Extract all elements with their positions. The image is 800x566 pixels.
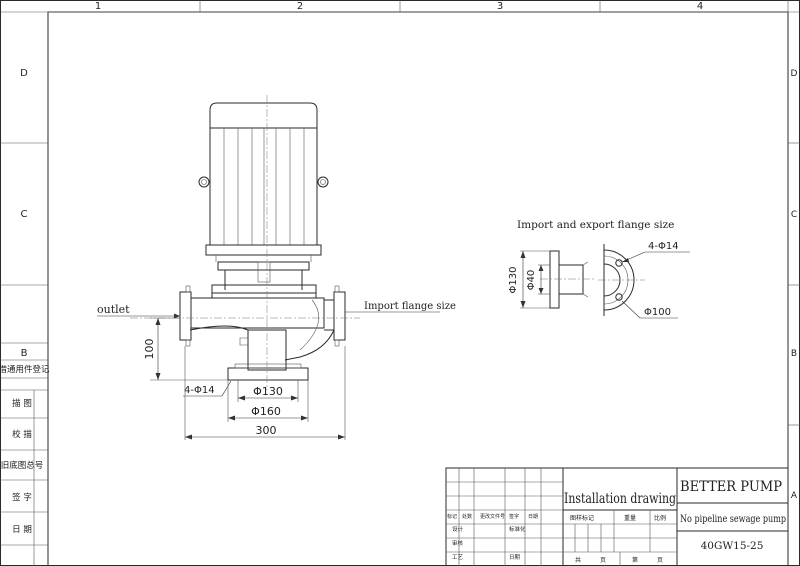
row-label-b-left: B [21, 348, 28, 359]
tb-label-sheet-unit2: 页 [657, 557, 663, 564]
pump-front-view [130, 95, 360, 390]
side-row-date: 日 期 [12, 525, 32, 535]
import-flange-label: Import flange size [364, 301, 456, 312]
side-record-panel [0, 359, 48, 566]
tb-label-change-doc: 更改文件号 [480, 513, 505, 520]
flange-front-view [598, 244, 645, 316]
column-label-2: 2 [297, 1, 303, 12]
dimension-height [150, 317, 228, 381]
flange-holes-arrow [622, 258, 629, 262]
side-row-signature: 签 字 [12, 492, 32, 503]
column-label-3: 3 [497, 1, 503, 12]
row-label-c-left: C [21, 209, 28, 220]
column-label-4: 4 [697, 1, 703, 12]
side-row-old-number: 旧底图总号 [1, 460, 44, 471]
tb-label-stage: 图样标记 [570, 514, 594, 522]
dimension-width [184, 346, 346, 440]
tb-label-design: 设计 [452, 525, 464, 533]
column-label-1: 1 [95, 1, 101, 12]
tb-label-sheet: 第 [632, 556, 638, 564]
tb-label-mark: 标记 [447, 513, 457, 520]
side-row-check: 校 描 [12, 429, 32, 440]
outlet-label: outlet [97, 303, 130, 316]
tb-label-date-row1: 日期 [528, 514, 538, 520]
model-number: 40GW15-25 [701, 540, 764, 552]
side-row-tracing: 描 图 [12, 398, 32, 409]
tb-label-count: 处数 [462, 513, 472, 520]
tb-label-process: 工艺 [452, 554, 464, 561]
dim-d160-value: Φ160 [251, 405, 281, 418]
dimension-d160 [227, 380, 309, 422]
tb-label-scale: 比例 [654, 514, 666, 522]
row-label-c-right: C [791, 210, 797, 220]
row-label-a-right: A [791, 491, 798, 501]
dim-d130-value: Φ130 [253, 385, 283, 398]
tb-label-sign: 签字 [509, 513, 519, 520]
product-name: No pipeline sewage pump [680, 513, 786, 525]
flange-holes-label: 4-Φ14 [648, 241, 679, 252]
row-label-d-right: D [791, 69, 798, 79]
row-label-b-right: B [791, 349, 797, 359]
flange-side-view [520, 250, 595, 309]
flange-d100-label: Φ100 [644, 307, 671, 318]
side-row-registry: 借通用件登记 [0, 364, 50, 375]
flange-d40-value: Φ40 [526, 270, 537, 291]
tb-label-total: 共 [575, 556, 581, 564]
dim-holes-label: 4-Φ14 [184, 385, 215, 396]
title-block [445, 467, 789, 566]
flange-d130-value: Φ130 [508, 267, 519, 294]
row-label-d-left: D [20, 68, 28, 79]
dim-height-value: 100 [143, 339, 156, 360]
drawing-type-title: Installation drawing [564, 491, 676, 507]
dim-holes-leader-2 [221, 380, 232, 397]
flange-view-title: Import and export flange size [517, 219, 674, 231]
tb-label-date: 日期 [509, 554, 521, 561]
dimension-d130 [237, 380, 299, 402]
tb-label-review: 审核 [452, 539, 464, 547]
tb-label-weight: 重量 [624, 514, 636, 522]
outlet-leader-arrow [174, 313, 180, 319]
tb-label-standard: 标准化 [509, 525, 526, 533]
flange-d100-leader-2 [621, 300, 641, 319]
dim-width-value: 300 [256, 424, 277, 437]
tb-label-sheet-unit: 页 [600, 557, 606, 564]
company-name: BETTER PUMP [680, 479, 782, 495]
